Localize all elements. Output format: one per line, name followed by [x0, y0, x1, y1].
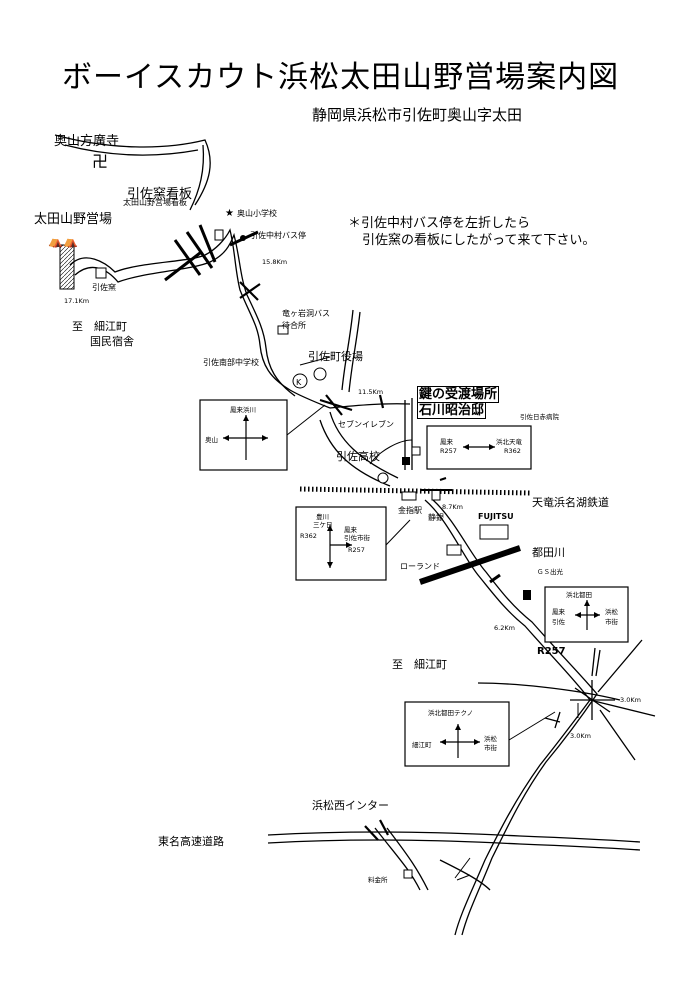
label-kiln: 引佐窯 — [92, 283, 116, 292]
int-e-left: 細江町 — [412, 741, 432, 749]
label-school-okuyama: 奥山小学校 — [237, 209, 277, 218]
int-c-left: R362 — [300, 532, 317, 540]
label-dist-115: 11.5Km — [358, 388, 384, 396]
note-line1: ＊引佐中村バス停を左折したら — [348, 216, 531, 231]
label-dist-62: 6.2Km — [494, 624, 515, 632]
intersection-box-d — [544, 586, 629, 643]
road-temple — [54, 134, 211, 206]
label-dist-158: 15.8Km — [262, 258, 288, 266]
label-to-hosoe2: 至 細江町 — [392, 658, 447, 671]
label-bus-ryugaiwa-1: 竜ヶ岩洞バス — [282, 309, 330, 318]
label-tsuda-river: 都田川 — [532, 546, 565, 559]
label-fujitsu: FUJITSU — [478, 512, 514, 521]
label-kiln-sign: 引佐窯看板 — [127, 187, 193, 202]
label-kokumin: 国民宿舎 — [90, 335, 134, 348]
int-c-top1: 豊川 — [316, 513, 329, 521]
label-interchange: 浜松西インター — [312, 799, 389, 812]
intersection-box-e — [404, 701, 510, 767]
int-a-top: 鳳来浜川 — [230, 406, 256, 414]
label-seven-eleven: セブンイレブン — [338, 420, 394, 429]
int-e-top: 浜北都田テクノ — [428, 709, 474, 717]
label-bus-ryugaiwa-2: 待合所 — [282, 321, 306, 330]
label-expressway: 東名高速道路 — [158, 835, 224, 848]
int-c-top2: 三ケ日 — [313, 521, 333, 529]
label-campsite: 太田山野営場 — [34, 212, 113, 227]
tent-icon: ⛺⛺ — [48, 234, 78, 248]
label-shizugin: 静銀 — [428, 513, 444, 522]
label-temple: 奥山方廣寺 — [54, 134, 120, 149]
k-circle-icon — [292, 373, 308, 389]
label-dist-87: 8.7Km — [442, 503, 463, 511]
expressway — [267, 831, 641, 851]
int-c-bottom: R257 — [348, 546, 365, 554]
int-d-top: 浜北都田 — [566, 591, 592, 599]
int-d-right2: 市街 — [605, 618, 618, 626]
school-star-icon: ★ — [225, 208, 234, 219]
svg-text:K: K — [296, 378, 302, 387]
note-line2: 引佐窯の看板にしたがって来て下さい。 — [362, 233, 596, 248]
address: 静岡県浜松市引佐町奥山字太田 — [312, 106, 523, 124]
label-red-cross: 引佐日赤病院 — [520, 413, 559, 421]
label-r257: R257 — [537, 646, 566, 657]
int-b-left2: R257 — [440, 447, 457, 455]
label-camp-sign: 太田山野営場看板 — [123, 198, 187, 207]
label-kanasashi: 金指駅 — [398, 506, 422, 515]
int-a-left: 奥山 — [205, 436, 218, 444]
label-roland: ローランド — [400, 562, 440, 571]
int-d-left2: 引佐 — [552, 618, 565, 626]
map-title: ボーイスカウト浜松太田山野営場案内図 — [62, 60, 620, 95]
label-hospital-school: 引佐南部中学校 — [203, 358, 259, 367]
label-gs: ＧＳ出光 — [537, 568, 563, 576]
kiln-building — [214, 229, 224, 241]
kiln-icon — [95, 267, 107, 279]
label-dist-30a: 3.0Km — [620, 696, 641, 704]
int-d-right1: 浜松 — [605, 608, 618, 616]
int-d-left1: 鳳来 — [552, 608, 565, 616]
int-c-right2: 引佐市街 — [344, 534, 370, 542]
bus-stop-icon — [240, 235, 246, 241]
intersection-box-a — [199, 399, 288, 471]
label-tollgate: 料金所 — [368, 876, 388, 884]
label-dist-171: 17.1Km — [64, 297, 90, 305]
label-bus-nakamura: 引佐中村バス停 — [250, 231, 306, 240]
int-e-right2: 市街 — [484, 744, 497, 752]
temple-icon: 卍 — [92, 152, 108, 171]
label-key-place-1: 鍵の受渡場所 — [417, 386, 500, 403]
label-town-hall: 引佐町役場 — [308, 350, 363, 363]
label-to-hosoe: 至 細江町 — [72, 320, 127, 333]
int-b-right1: 浜北天竜 — [496, 438, 522, 446]
int-e-right1: 浜松 — [484, 735, 497, 743]
label-key-place-2: 石川昭治邸 — [417, 402, 487, 419]
campsite-rect — [59, 244, 75, 290]
label-railway: 天竜浜名湖鉄道 — [532, 496, 609, 509]
label-dist-30b: 3.0Km — [570, 732, 591, 740]
intersection-box-c — [295, 506, 387, 581]
int-b-right2: R362 — [504, 447, 521, 455]
label-high-school: 引佐高校 — [336, 450, 380, 463]
int-b-left1: 鳳来 — [440, 438, 453, 446]
sign-bars-icon — [164, 224, 259, 282]
int-c-right1: 鳳来 — [344, 526, 357, 534]
